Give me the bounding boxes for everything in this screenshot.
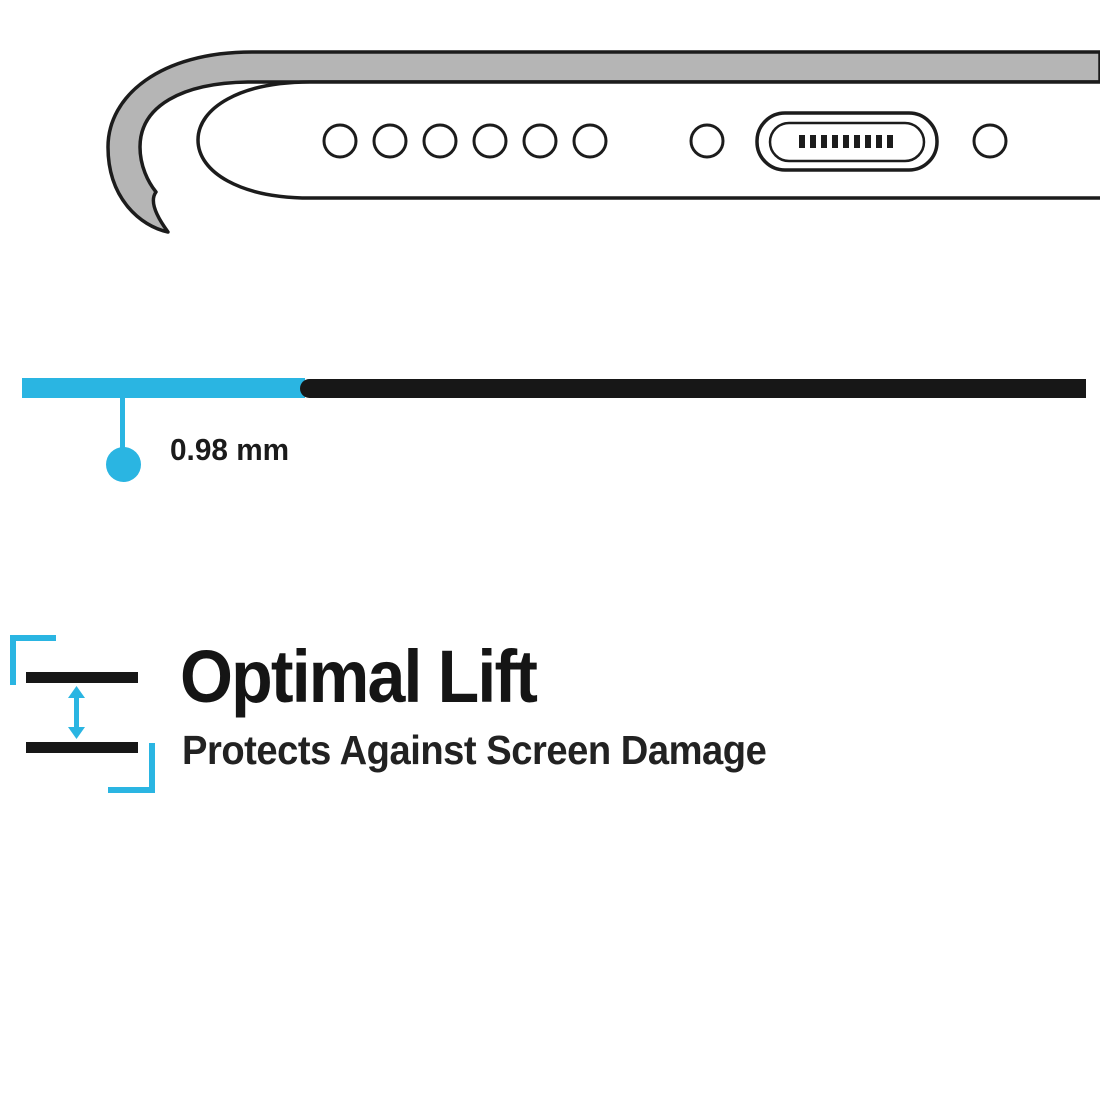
screw-hole-icon	[689, 123, 725, 159]
measurement-pointer-line	[120, 396, 125, 450]
lift-arrow-icon	[68, 686, 85, 739]
screen-surface-bar	[300, 379, 1086, 398]
case-lip-bar-bottom	[26, 742, 138, 753]
speaker-hole-icon	[472, 123, 508, 159]
measurement-pointer-dot	[106, 447, 141, 482]
screw-hole-icon	[972, 123, 1008, 159]
speaker-hole-icon	[372, 123, 408, 159]
case-lip-height-bar	[22, 378, 305, 398]
case-bumper-shape	[106, 50, 1100, 234]
screen-bar-top	[26, 672, 138, 683]
speaker-hole-icon	[422, 123, 458, 159]
phone-bottom-diagram	[106, 50, 1100, 234]
feature-subtitle: Protects Against Screen Damage	[182, 727, 767, 773]
feature-title: Optimal Lift	[180, 635, 538, 718]
corner-bracket-top-left-icon	[10, 635, 56, 685]
charging-port-icon	[755, 111, 939, 172]
speaker-hole-icon	[572, 123, 608, 159]
corner-bracket-bottom-right-icon	[108, 743, 155, 793]
speaker-hole-icon	[322, 123, 358, 159]
measurement-value: 0.98 mm	[170, 432, 290, 467]
charging-port-pins	[799, 135, 893, 148]
speaker-hole-icon	[522, 123, 558, 159]
lift-gap-icon	[10, 635, 155, 793]
